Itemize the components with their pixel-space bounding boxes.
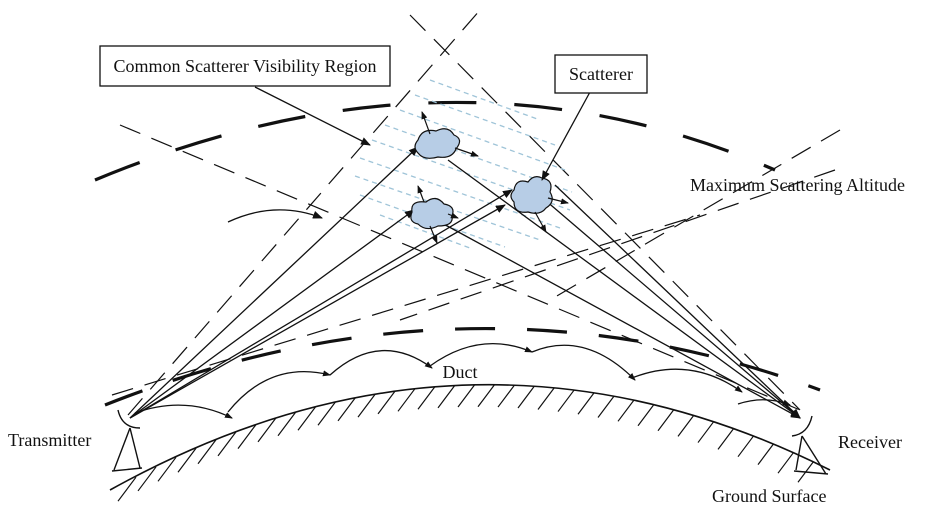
ground-hatch-mark bbox=[357, 392, 377, 418]
ground-hatch-mark bbox=[157, 456, 177, 482]
visibility-region-leader bbox=[254, 86, 371, 146]
ground-hatch-mark bbox=[737, 432, 757, 458]
dish-antenna-icon bbox=[111, 409, 143, 472]
scatterer-leader bbox=[541, 91, 591, 181]
ground-hatch-mark bbox=[217, 431, 237, 457]
ground-hatch-mark bbox=[117, 476, 137, 502]
max-scattering-altitude-arc bbox=[94, 100, 776, 182]
receiver-antenna bbox=[791, 415, 829, 475]
visibility-region-callout-box bbox=[99, 45, 391, 87]
duct-label: Duct bbox=[443, 362, 478, 382]
duct-boundary-arc bbox=[104, 326, 821, 407]
max-altitude-label: Maximum Scattering Altitude bbox=[690, 175, 905, 195]
ground-hatch-mark bbox=[657, 406, 677, 432]
scatterer-callout-box bbox=[554, 54, 648, 94]
ground-hatch-mark bbox=[317, 400, 337, 426]
ground-hatch-mark bbox=[297, 405, 317, 431]
scatterer-1 bbox=[414, 111, 479, 159]
cloud-blob-icon bbox=[414, 128, 461, 159]
receiver-label: Receiver bbox=[838, 432, 902, 452]
dish-antenna-icon bbox=[791, 415, 829, 475]
ground-hatch-mark bbox=[437, 384, 457, 409]
ground-hatch-mark bbox=[377, 389, 397, 415]
transmitter-antenna bbox=[111, 409, 143, 472]
visibility-cone-lines bbox=[111, 9, 841, 416]
ground-surface-label: Ground Surface bbox=[712, 486, 826, 506]
ground-hatch-mark bbox=[137, 466, 157, 492]
curved-arrow-left bbox=[227, 209, 323, 223]
ground-hatch-mark bbox=[237, 424, 257, 449]
cloud-blob-icon bbox=[410, 197, 454, 230]
ground-hatch-mark bbox=[797, 457, 817, 483]
ground-hatch-mark bbox=[577, 389, 597, 415]
scatterer-label: Scatterer bbox=[569, 64, 633, 84]
ground-hatch-mark bbox=[717, 424, 737, 450]
ground-hatch-mark bbox=[677, 412, 697, 437]
ground-hatch-mark bbox=[477, 384, 497, 408]
ground-hatch-mark bbox=[197, 439, 217, 465]
ground-hatch-mark bbox=[557, 387, 577, 412]
ground-hatch-mark bbox=[617, 396, 637, 422]
ground-hatch-mark bbox=[597, 393, 617, 418]
ground-surface-arc bbox=[109, 383, 831, 491]
ground-hatch-mark bbox=[757, 440, 777, 465]
ground-hatch-mark bbox=[417, 384, 437, 410]
ground-hatch-mark bbox=[777, 448, 797, 474]
ground-hatch-mark bbox=[337, 396, 357, 422]
ground-hatch bbox=[117, 384, 817, 502]
visibility-region-label: Common Scatterer Visibility Region bbox=[113, 56, 376, 76]
scatterer-3 bbox=[510, 176, 569, 233]
ground-hatch-mark bbox=[397, 386, 417, 412]
ground-hatch-mark bbox=[537, 385, 557, 410]
ground-hatch-mark bbox=[697, 418, 717, 443]
duct-hops bbox=[134, 343, 791, 419]
ground-hatch-mark bbox=[257, 417, 277, 443]
ground-hatch-mark bbox=[177, 447, 197, 473]
ground-hatch-mark bbox=[637, 401, 657, 427]
ground-hatch-mark bbox=[517, 384, 537, 409]
ground-hatch-mark bbox=[277, 411, 297, 437]
transmitter-label: Transmitter bbox=[8, 430, 91, 450]
ground-hatch-mark bbox=[457, 384, 477, 408]
scatterer-2 bbox=[410, 185, 459, 244]
cloud-blob-icon bbox=[510, 176, 553, 214]
ground-hatch-mark bbox=[497, 384, 517, 408]
scatter-rays bbox=[129, 146, 801, 419]
